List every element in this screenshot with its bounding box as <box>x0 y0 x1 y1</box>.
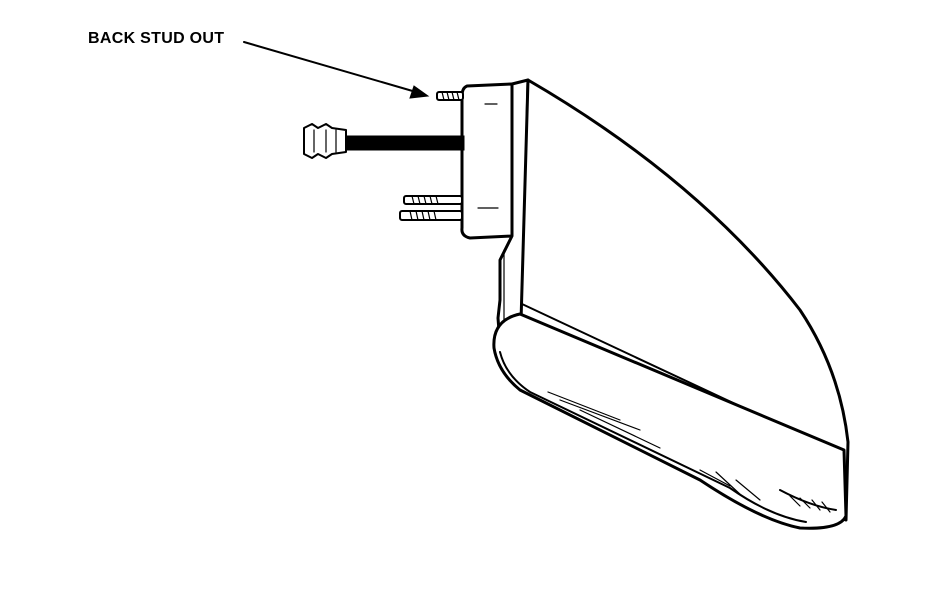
mounting-base <box>460 82 514 240</box>
mounting-studs <box>399 195 463 221</box>
cable-harness <box>303 123 465 159</box>
callout-arrow <box>243 41 430 99</box>
callout-label-back-stud-out: BACK STUD OUT <box>88 30 225 47</box>
mirror-lower-shell <box>492 312 848 530</box>
back-stud <box>436 91 464 101</box>
